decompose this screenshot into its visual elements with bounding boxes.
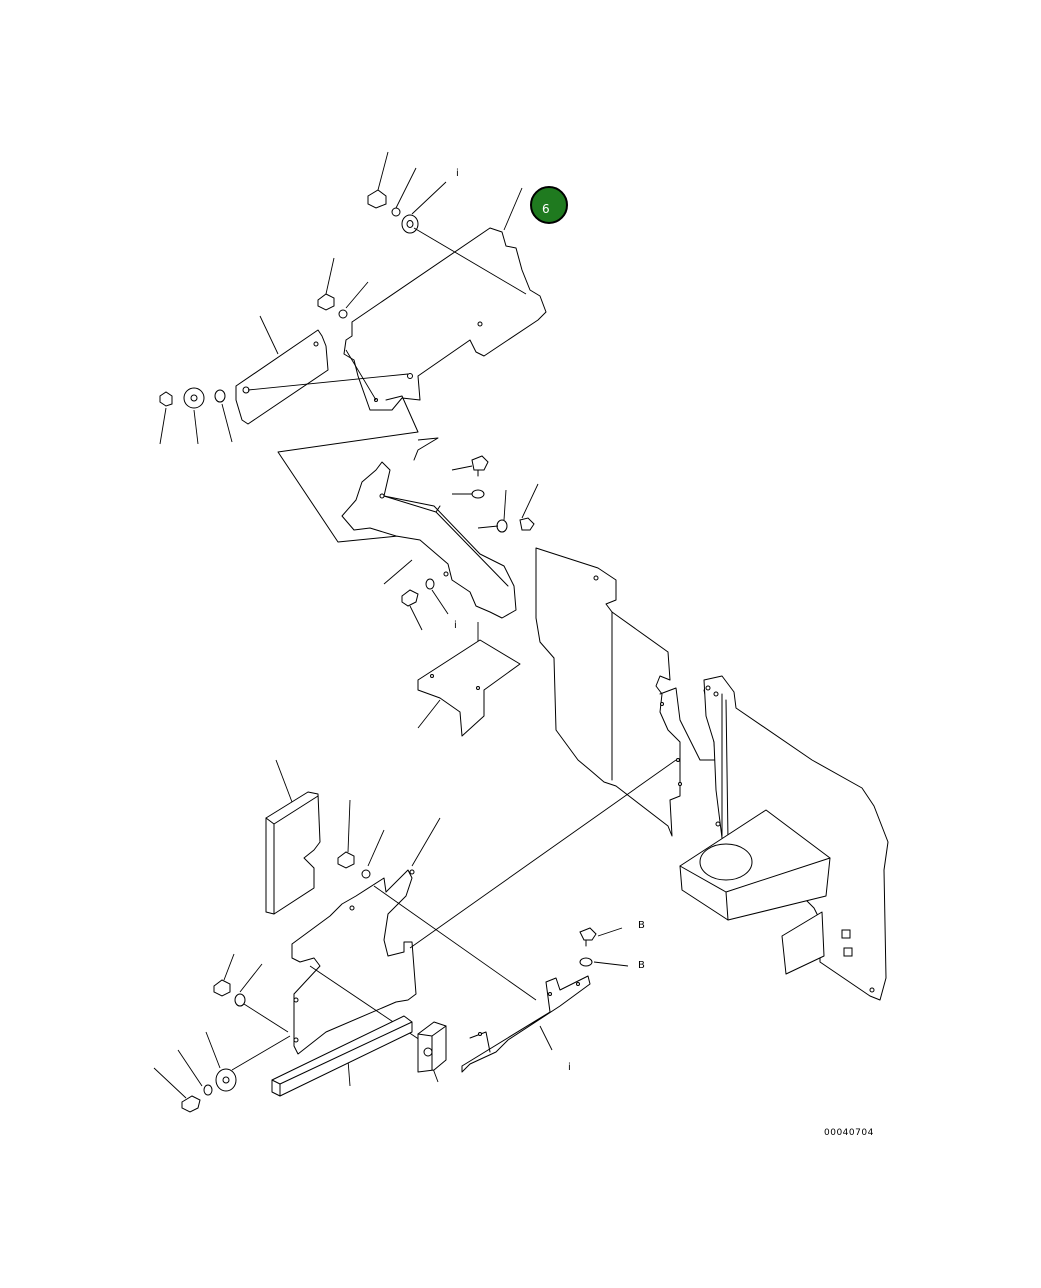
drawing-number: 00040704 — [824, 1128, 874, 1138]
item-mark-5: i — [568, 1062, 571, 1073]
cover-block — [265, 759, 321, 915]
leader-lines-upper — [159, 151, 527, 445]
lower-bolts — [181, 851, 597, 1113]
side-plate-upper — [235, 329, 329, 425]
long-bar — [271, 1015, 413, 1097]
item-mark-2: i — [454, 620, 457, 631]
leader-lines-lower — [153, 759, 677, 1099]
lower-bracket-plate — [291, 869, 417, 1055]
callout-number[interactable]: 6 — [542, 202, 550, 216]
side-panel-large — [535, 547, 717, 837]
item-mark-4: B — [638, 960, 645, 971]
callout-badge[interactable]: 6 — [530, 186, 568, 224]
callout-circle[interactable] — [530, 186, 568, 224]
top-cover-plate — [343, 227, 547, 411]
item-mark-3: B — [638, 920, 645, 931]
angle-rail — [461, 975, 591, 1073]
duct-box — [679, 809, 831, 975]
item-mark-1: i — [456, 168, 459, 179]
small-bent-plate — [417, 639, 521, 737]
faint-item-marks: i i B B i — [454, 168, 645, 1073]
middle-bracket — [341, 461, 517, 619]
spacer-block — [417, 1021, 447, 1073]
bolt-washer-set-middle — [401, 455, 535, 607]
assembly-guide-lines — [277, 395, 439, 543]
